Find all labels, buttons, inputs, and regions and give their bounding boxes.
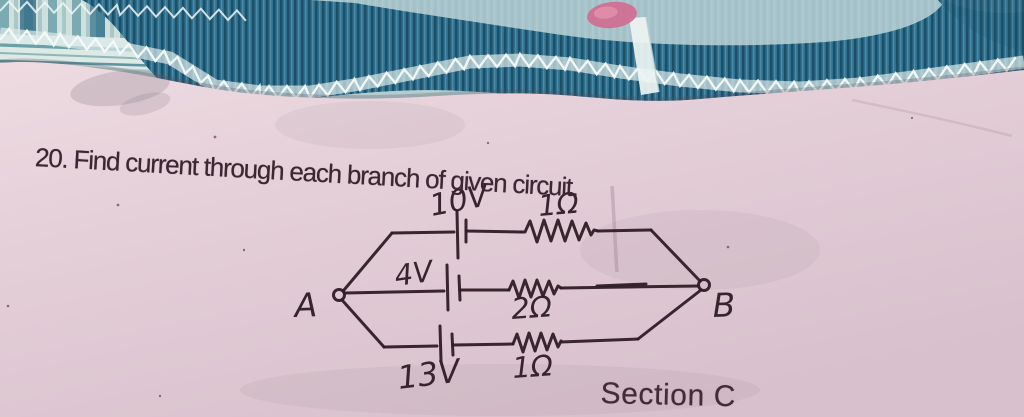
wire xyxy=(382,344,439,349)
section-label: Section C xyxy=(600,377,737,414)
wire xyxy=(559,337,640,344)
circuit-diagram: A B 10V 1Ω 4V 2Ω 13V 1Ω xyxy=(292,178,736,397)
node-b-label: B xyxy=(712,285,736,325)
wire-top-to-b xyxy=(649,228,702,283)
wire xyxy=(343,289,446,295)
fabric-background xyxy=(0,0,1024,130)
battery-13v-label: 13V xyxy=(395,351,464,397)
resistor-1ohm-top-label: 1Ω xyxy=(537,186,580,223)
zigzag-stitch-top xyxy=(0,0,247,22)
zigzag-stitch xyxy=(0,26,1017,102)
wire-overdraw xyxy=(595,282,648,288)
node-a xyxy=(332,288,346,302)
paper-surface xyxy=(0,62,1024,417)
wire-a-to-top xyxy=(342,231,394,292)
paper-sheet xyxy=(0,58,1024,417)
battery-4v-label: 4V xyxy=(392,254,437,293)
paper-specks xyxy=(6,116,914,398)
wire xyxy=(559,284,700,290)
wire xyxy=(451,342,515,347)
wire xyxy=(596,228,653,233)
resistor-2ohm-middle xyxy=(507,278,563,300)
resistor-1ohm-bottom-label: 1Ω xyxy=(511,348,554,385)
node-a-label: A xyxy=(292,285,318,325)
wire xyxy=(390,230,456,235)
resistor-1ohm-top xyxy=(519,218,600,244)
wire-bottom-to-b xyxy=(636,288,703,341)
fabric-dark-stripe xyxy=(20,0,36,38)
resistor-2ohm-label: 2Ω xyxy=(510,289,553,326)
branch-bottom xyxy=(382,324,640,363)
branch-middle xyxy=(343,263,700,312)
wire-a-to-bottom xyxy=(340,298,386,349)
battery-symbol-4v xyxy=(445,263,462,312)
wire xyxy=(464,229,523,234)
white-ribbon xyxy=(629,17,659,95)
resistor-1ohm-bottom xyxy=(511,331,563,354)
white-ribbon-edge xyxy=(645,16,660,93)
branch-top xyxy=(390,209,653,260)
fabric-pink-spot xyxy=(587,1,637,29)
fabric-dark-corner-texture xyxy=(938,0,1024,52)
